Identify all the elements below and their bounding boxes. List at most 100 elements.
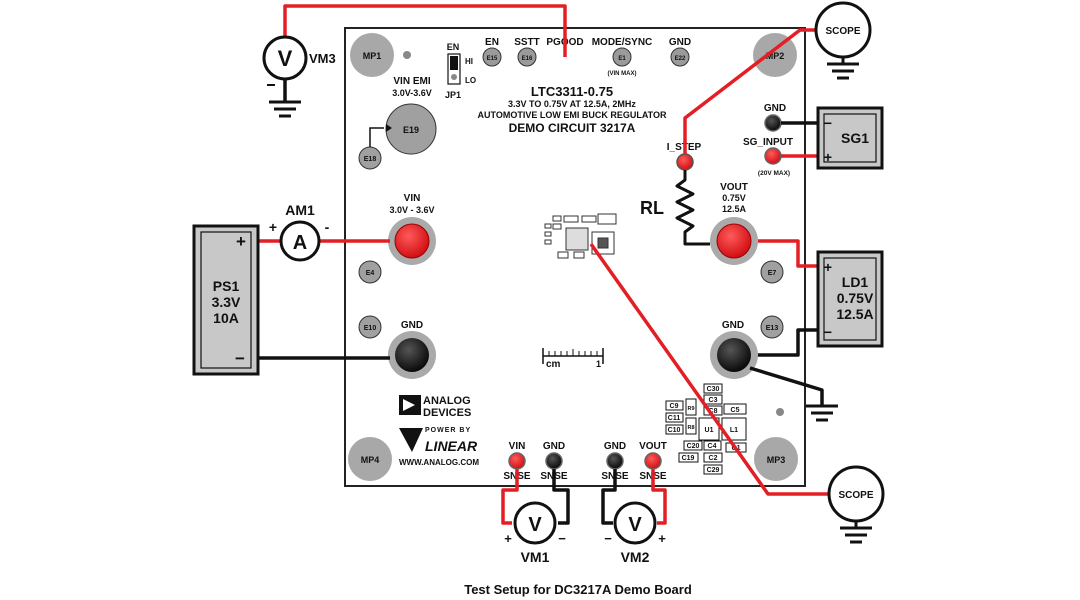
svg-text:10A: 10A	[213, 310, 239, 326]
svg-text:−: −	[235, 349, 245, 368]
e18-link-arrow	[369, 127, 384, 147]
vin-emi-range: 3.0V-3.6V	[392, 88, 432, 98]
svg-text:E15: E15	[487, 56, 498, 62]
svg-text:C5: C5	[731, 407, 740, 414]
svg-text:VM2: VM2	[621, 549, 650, 565]
ammeter-am1: A AM1 + -	[269, 202, 330, 262]
svg-text:C29: C29	[707, 467, 720, 474]
svg-text:E22: E22	[675, 56, 686, 62]
svg-text:PS1: PS1	[213, 278, 240, 294]
svg-text:E16: E16	[522, 56, 533, 62]
svg-text:HI: HI	[465, 57, 473, 66]
ground-symbol	[806, 404, 838, 422]
turret-e15	[482, 47, 502, 67]
scope-bottom: SCOPE	[827, 465, 885, 544]
svg-text:E7: E7	[768, 270, 777, 277]
svg-text:JP1: JP1	[445, 90, 461, 100]
voltmeter-vm1: V VM1 + −	[504, 501, 566, 565]
vin-range: 3.0V - 3.6V	[389, 205, 434, 215]
svg-text:R8: R8	[687, 425, 694, 431]
turret-e13	[760, 315, 784, 339]
svg-text:SCOPE: SCOPE	[838, 490, 873, 501]
ruler: cm 1	[542, 348, 604, 370]
sense-vout-terminal	[644, 452, 662, 470]
svg-text:+: +	[658, 531, 666, 546]
svg-text:+: +	[824, 149, 832, 165]
svg-text:E1: E1	[618, 56, 626, 62]
svg-text:E13: E13	[766, 325, 779, 332]
svg-text:E18: E18	[364, 156, 377, 163]
ground-symbol	[269, 100, 301, 118]
sense-gnd-terminal	[545, 452, 563, 470]
svg-text:1: 1	[596, 359, 601, 369]
wire-vm2-plus	[651, 469, 667, 525]
svg-text:+: +	[824, 259, 832, 275]
sg-input-label: SG_INPUT	[743, 137, 793, 148]
svg-text:LO: LO	[465, 76, 476, 85]
svg-text:C2: C2	[709, 455, 718, 462]
svg-text:MP4: MP4	[361, 455, 380, 465]
svg-text:−: −	[558, 531, 566, 546]
vout-current: 12.5A	[722, 204, 747, 214]
turret-e22	[670, 47, 690, 67]
mounting-hole-mp1: MP1	[350, 33, 394, 77]
svg-text:C10: C10	[668, 427, 681, 434]
sense-vout-label: VOUT	[639, 441, 667, 452]
scope-top: SCOPE	[814, 1, 872, 80]
vout-voltage: 0.75V	[722, 193, 746, 203]
power-supply-ps1: + PS1 3.3V 10A −	[192, 224, 260, 376]
mounting-hole-mp3: MP3	[754, 437, 798, 481]
sg-input-terminal	[764, 147, 782, 165]
mounting-hole-mp2: MP2	[753, 33, 797, 77]
vin-emi-label: VIN EMI	[393, 76, 430, 87]
svg-text:−: −	[824, 324, 832, 340]
board-desc-line: AUTOMOTIVE LOW EMI BUCK REGULATOR	[478, 110, 667, 120]
wire-vm3-pgood	[283, 4, 567, 57]
mounting-hole-mp4: MP4	[348, 437, 392, 481]
turret-e10	[358, 315, 382, 339]
sg-gnd-label: GND	[764, 103, 786, 114]
svg-text:3.3V: 3.3V	[212, 294, 241, 310]
svg-text:R9: R9	[687, 406, 694, 412]
svg-text:C11: C11	[668, 415, 681, 422]
power-by-linear-logo: POWER BY LINEAR	[399, 427, 478, 454]
svg-text:POWER BY: POWER BY	[425, 427, 471, 434]
svg-text:U1: U1	[705, 427, 714, 434]
sense-gnd-label: GND	[543, 441, 565, 452]
signal-generator-sg1: − SG1 +	[816, 106, 884, 170]
gnd-left-label: GND	[401, 320, 423, 331]
wire-scope-bottom	[589, 242, 830, 496]
voltmeter-vm2: V VM2 − +	[604, 501, 666, 565]
svg-text:EN: EN	[447, 42, 460, 52]
svg-text:SG1: SG1	[841, 130, 869, 146]
i-step-terminal	[676, 153, 694, 171]
sense-vin-label: VIN	[509, 441, 526, 452]
svg-text:+: +	[236, 232, 246, 251]
vin-label: VIN	[404, 193, 421, 204]
svg-text:AM1: AM1	[285, 202, 315, 218]
svg-text:C19: C19	[682, 455, 695, 462]
svg-text:E19: E19	[403, 125, 419, 135]
vout-label: VOUT	[720, 182, 748, 193]
terminal-label-mode-sync: MODE/SYNC	[592, 37, 653, 48]
svg-text:V: V	[628, 514, 642, 536]
mounting-dot	[403, 51, 411, 59]
mounting-dot	[776, 408, 784, 416]
sense-vin-terminal	[508, 452, 526, 470]
svg-text:-: -	[325, 219, 330, 235]
svg-text:C4: C4	[708, 443, 717, 450]
svg-text:VM3: VM3	[309, 51, 336, 66]
mode-sync-note: (VIN MAX)	[608, 71, 637, 77]
svg-text:MP2: MP2	[766, 51, 785, 61]
svg-text:cm: cm	[546, 359, 561, 370]
board-demo-circuit: DEMO CIRCUIT 3217A	[509, 121, 636, 135]
wire-vm1-minus	[552, 469, 570, 525]
turret-e7	[760, 260, 784, 284]
wire-vm2-minus	[601, 469, 617, 525]
voltmeter-vm3: V VM3	[262, 35, 336, 81]
svg-text:E10: E10	[364, 325, 377, 332]
svg-text:E4: E4	[366, 270, 375, 277]
svg-text:C30: C30	[707, 386, 720, 393]
website-label: WWW.ANALOG.COM	[399, 458, 479, 467]
